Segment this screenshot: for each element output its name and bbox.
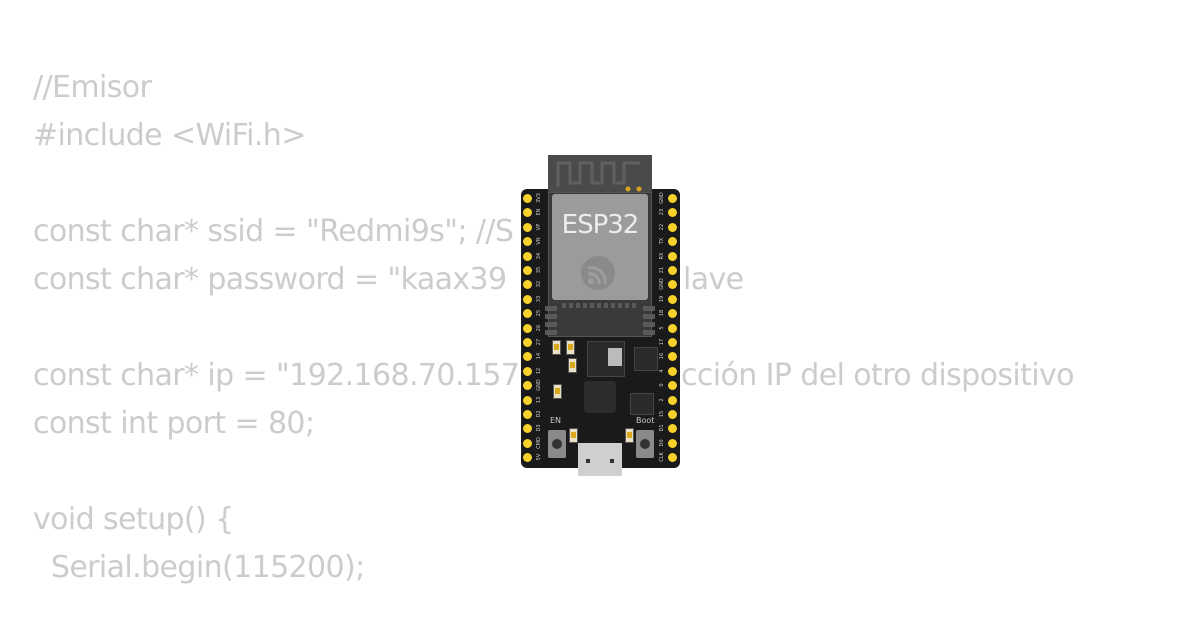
code-line-ip: const char* ip = "192.168.70.157 [33, 358, 520, 393]
espressif-logo-icon [581, 256, 615, 290]
pin-15[interactable] [668, 410, 677, 419]
status-led [625, 428, 634, 443]
en-button-label: EN [550, 416, 562, 425]
pin-3v3[interactable] [523, 194, 532, 203]
code-fragment-ip-comment-tail: cción IP del otro dispositivo [681, 358, 1075, 393]
pin-22[interactable] [668, 223, 677, 232]
pin-27[interactable] [523, 338, 532, 347]
pin-clk[interactable] [668, 453, 677, 462]
code-line-password: const char* password = "kaax39 [33, 262, 507, 297]
en-button[interactable] [548, 430, 566, 458]
pin-d3[interactable] [523, 424, 532, 433]
pin-label: 14 [536, 352, 542, 360]
pin-23[interactable] [668, 208, 677, 217]
pin-17[interactable] [668, 338, 677, 347]
usb-uart-chip [584, 381, 616, 413]
pin-label: 18 [659, 309, 665, 317]
smd-resistor [568, 358, 577, 373]
pin-5v[interactable] [523, 453, 532, 462]
code-line-comment: //Emisor [33, 70, 152, 105]
pin-21[interactable] [668, 266, 677, 275]
pin-14[interactable] [523, 352, 532, 361]
pin-16[interactable] [668, 352, 677, 361]
pin-label: D1 [659, 424, 665, 432]
pin-label: 32 [536, 280, 542, 288]
pin-en[interactable] [523, 208, 532, 217]
pin-rx[interactable] [668, 252, 677, 261]
pin-vn[interactable] [523, 237, 532, 246]
pin-label: 5V [536, 453, 542, 461]
code-line-setup: void setup() { [33, 502, 234, 537]
module-label: ESP32 [561, 210, 640, 240]
pin-25[interactable] [523, 309, 532, 318]
pin-gnd-top[interactable] [668, 194, 677, 203]
code-line-ssid: const char* ssid = "Redmi9s"; //S [33, 214, 514, 249]
code-fragment-password-tail: lave [683, 262, 744, 297]
pin-vp[interactable] [523, 223, 532, 232]
pin-label: TX [659, 237, 665, 245]
pin-33[interactable] [523, 295, 532, 304]
pin-35[interactable] [523, 266, 532, 275]
pin-label: CLK [659, 452, 665, 462]
pin-gnd-left[interactable] [523, 381, 532, 390]
pin-tx[interactable] [668, 237, 677, 246]
pin-label: VN [536, 237, 542, 245]
pin-d0[interactable] [668, 439, 677, 448]
smd-resistor [566, 340, 575, 355]
pin-12[interactable] [523, 367, 532, 376]
power-led [569, 428, 578, 443]
pin-cmd[interactable] [523, 439, 532, 448]
pin-18[interactable] [668, 309, 677, 318]
transistor [630, 393, 654, 415]
pin-label: 25 [536, 309, 542, 317]
pin-2[interactable] [668, 396, 677, 405]
pin-4[interactable] [668, 367, 677, 376]
pin-32[interactable] [523, 280, 532, 289]
smd-led [553, 384, 562, 399]
transistor [634, 347, 658, 371]
boot-button-label: Boot [636, 416, 655, 425]
code-line-serial-begin: Serial.begin(115200); [33, 550, 365, 585]
pin-gnd-right[interactable] [668, 280, 677, 289]
pin-d1[interactable] [668, 424, 677, 433]
pin-label: GND [659, 278, 665, 290]
pin-label: 0 [659, 383, 665, 387]
micro-usb-port[interactable] [578, 443, 622, 476]
smd-resistor [552, 340, 561, 355]
pin-19[interactable] [668, 295, 677, 304]
pin-label: 16 [659, 352, 665, 360]
pin-5[interactable] [668, 324, 677, 333]
pin-label: EN [536, 208, 542, 216]
code-line-include: #include <WiFi.h> [33, 118, 306, 153]
pin-label: GND [536, 379, 542, 391]
pin-26[interactable] [523, 324, 532, 333]
boot-button[interactable] [636, 430, 654, 458]
pin-d2[interactable] [523, 410, 532, 419]
pin-0[interactable] [668, 381, 677, 390]
pin-label: 23 [659, 208, 665, 216]
regulator-tab [608, 348, 622, 366]
pin-label: D3 [536, 424, 542, 432]
code-line-port: const int port = 80; [33, 406, 315, 441]
pin-34[interactable] [523, 252, 532, 261]
pin-13[interactable] [523, 396, 532, 405]
